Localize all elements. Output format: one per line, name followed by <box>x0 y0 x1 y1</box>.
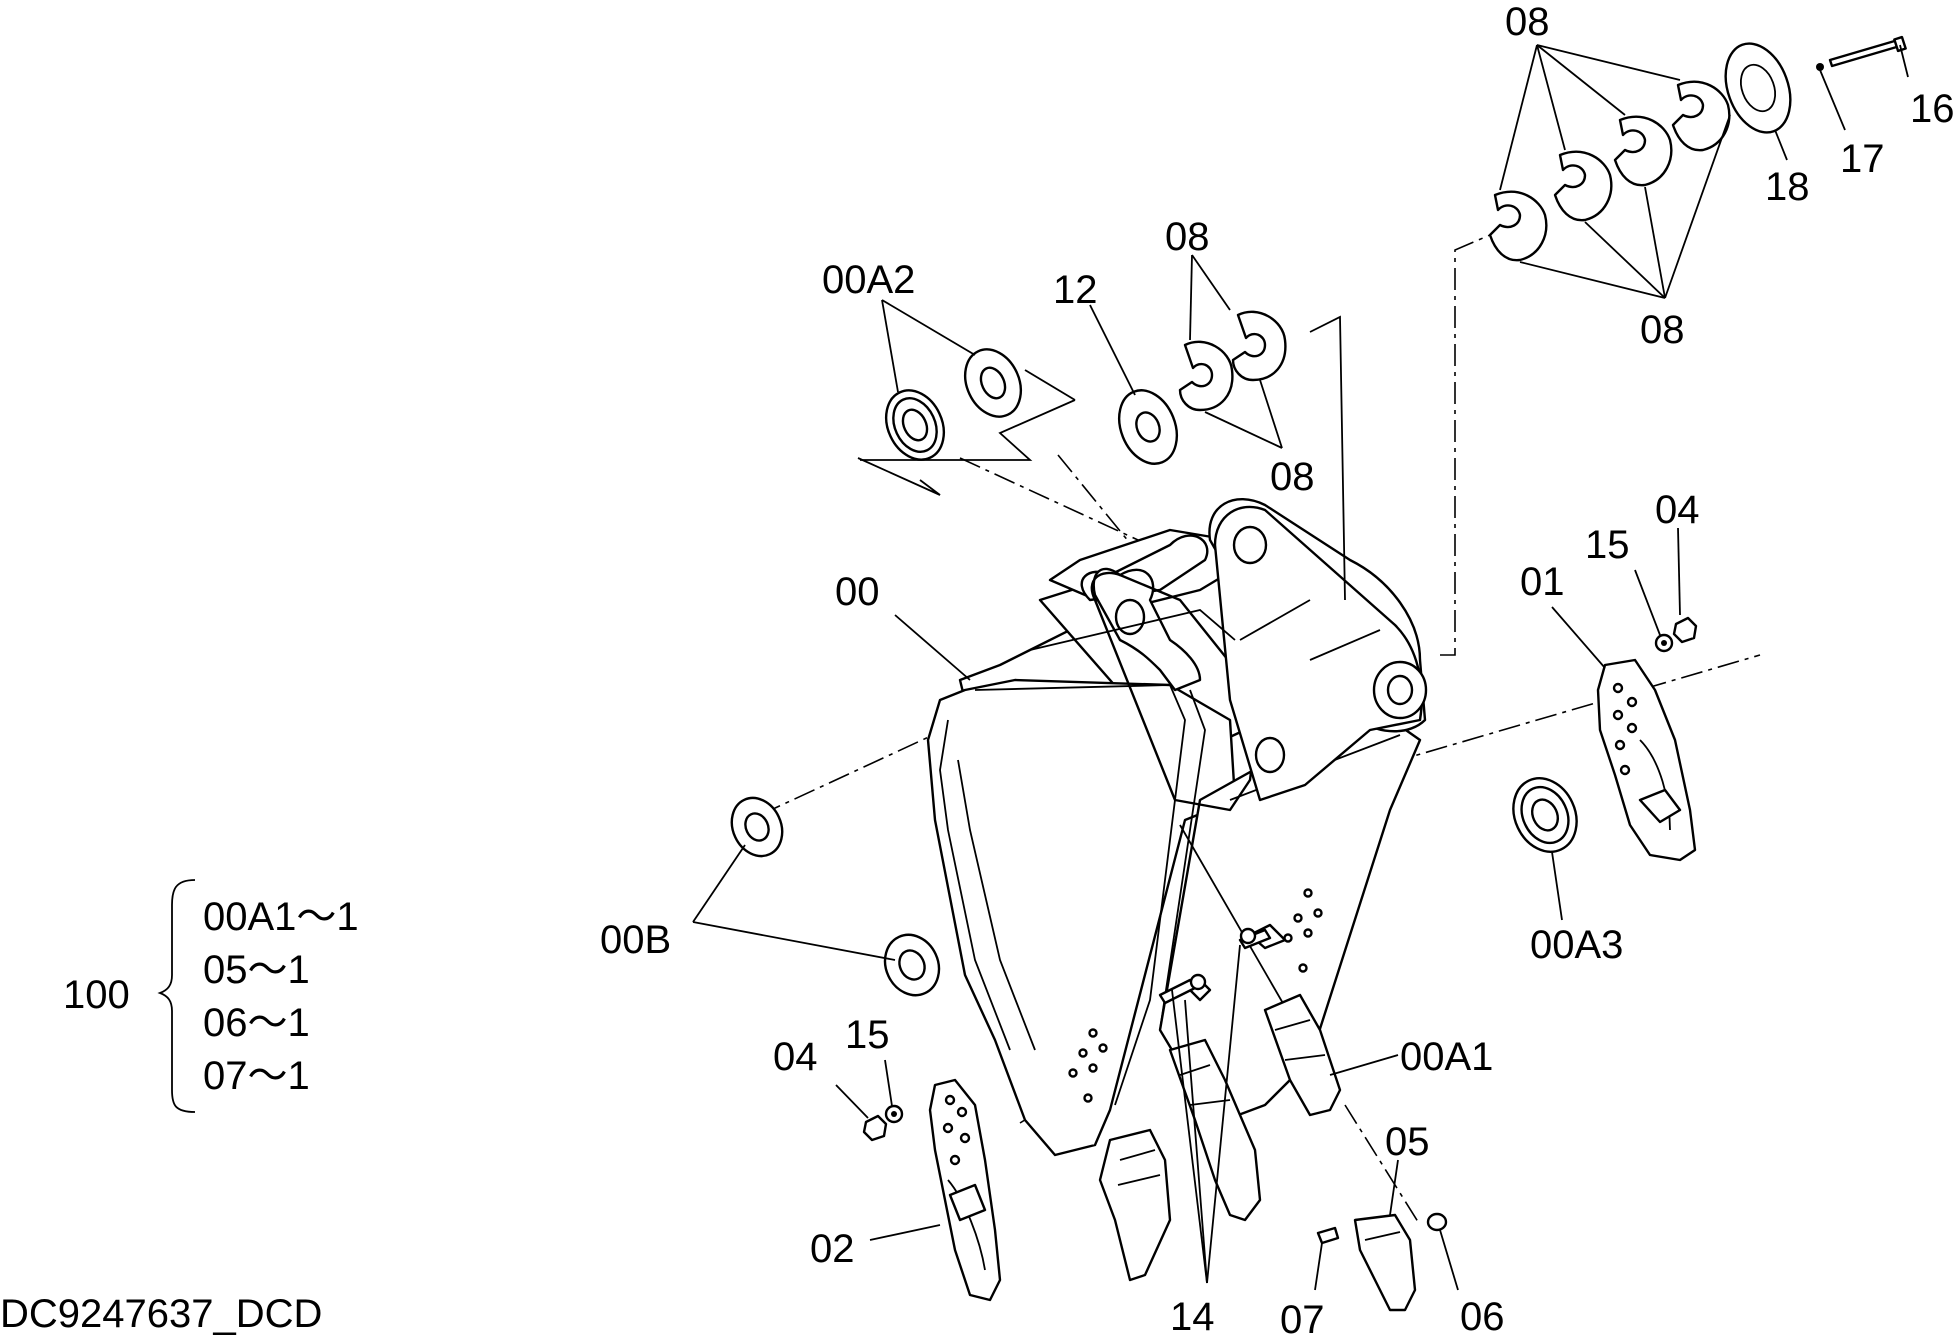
tooth-right <box>1263 993 1342 1117</box>
side-cutter-02 <box>928 1078 1002 1302</box>
part-labels: 08 16 17 18 08 08 08 00A2 12 04 15 01 00… <box>600 0 1955 1338</box>
kit-item-4: 07〜1 <box>203 1054 310 1098</box>
label-18: 18 <box>1765 165 1810 209</box>
label-14: 14 <box>1170 1295 1215 1338</box>
label-08-right: 08 <box>1640 308 1685 352</box>
kit-number: 100 <box>63 973 130 1017</box>
side-cutter-01 <box>1596 658 1697 862</box>
tooth-adapter-05 <box>1353 1213 1417 1312</box>
bushing-00A3 <box>1512 777 1578 853</box>
label-06: 06 <box>1460 1295 1505 1338</box>
label-15-right: 15 <box>1585 523 1630 567</box>
label-16: 16 <box>1910 87 1955 131</box>
pin-14 <box>1158 927 1272 1005</box>
shim-12 <box>1118 389 1178 465</box>
label-00A3: 00A3 <box>1530 923 1623 967</box>
pin-07 <box>1316 1226 1340 1245</box>
washer-17 <box>1816 63 1824 71</box>
washer-15-left <box>884 1104 904 1124</box>
kit-item-2: 05〜1 <box>203 948 310 992</box>
bolt-16 <box>1828 35 1907 68</box>
kit-brace <box>157 879 196 1113</box>
label-15-left: 15 <box>845 1013 890 1057</box>
label-02: 02 <box>810 1227 855 1271</box>
washer-15-right <box>1654 633 1674 653</box>
shims-08-top <box>1488 80 1731 262</box>
nut-04-left <box>862 1114 888 1142</box>
tooth-left <box>1098 1128 1172 1282</box>
label-08-mid-low: 08 <box>1270 455 1315 499</box>
label-04-right: 04 <box>1655 488 1700 532</box>
bushing-00A2 <box>884 348 1023 461</box>
end-plate-18 <box>1724 42 1792 134</box>
label-04-left: 04 <box>773 1035 818 1079</box>
label-00A1: 00A1 <box>1400 1035 1493 1079</box>
label-00B: 00B <box>600 918 671 962</box>
label-05: 05 <box>1385 1120 1430 1164</box>
label-08-mid: 08 <box>1165 215 1210 259</box>
drawing-id: DC9247637_DCD <box>0 1292 322 1336</box>
label-00: 00 <box>835 570 880 614</box>
label-08-top: 08 <box>1505 0 1550 44</box>
nut-04-right <box>1672 616 1698 644</box>
kit-item-3: 06〜1 <box>203 1001 310 1045</box>
bucket-body <box>926 498 1428 1157</box>
label-00A2: 00A2 <box>822 258 915 302</box>
lock-06 <box>1426 1212 1448 1232</box>
label-12: 12 <box>1053 268 1098 312</box>
label-17: 17 <box>1840 137 1885 181</box>
label-07: 07 <box>1280 1298 1325 1338</box>
kit-legend: 100 00A1〜1 05〜1 06〜1 07〜1 <box>63 879 359 1113</box>
label-01: 01 <box>1520 560 1565 604</box>
leader-lines <box>692 44 1909 1291</box>
shims-08-middle <box>1178 310 1287 412</box>
kit-item-1: 00A1〜1 <box>203 895 359 939</box>
bushing-00B <box>730 796 941 997</box>
